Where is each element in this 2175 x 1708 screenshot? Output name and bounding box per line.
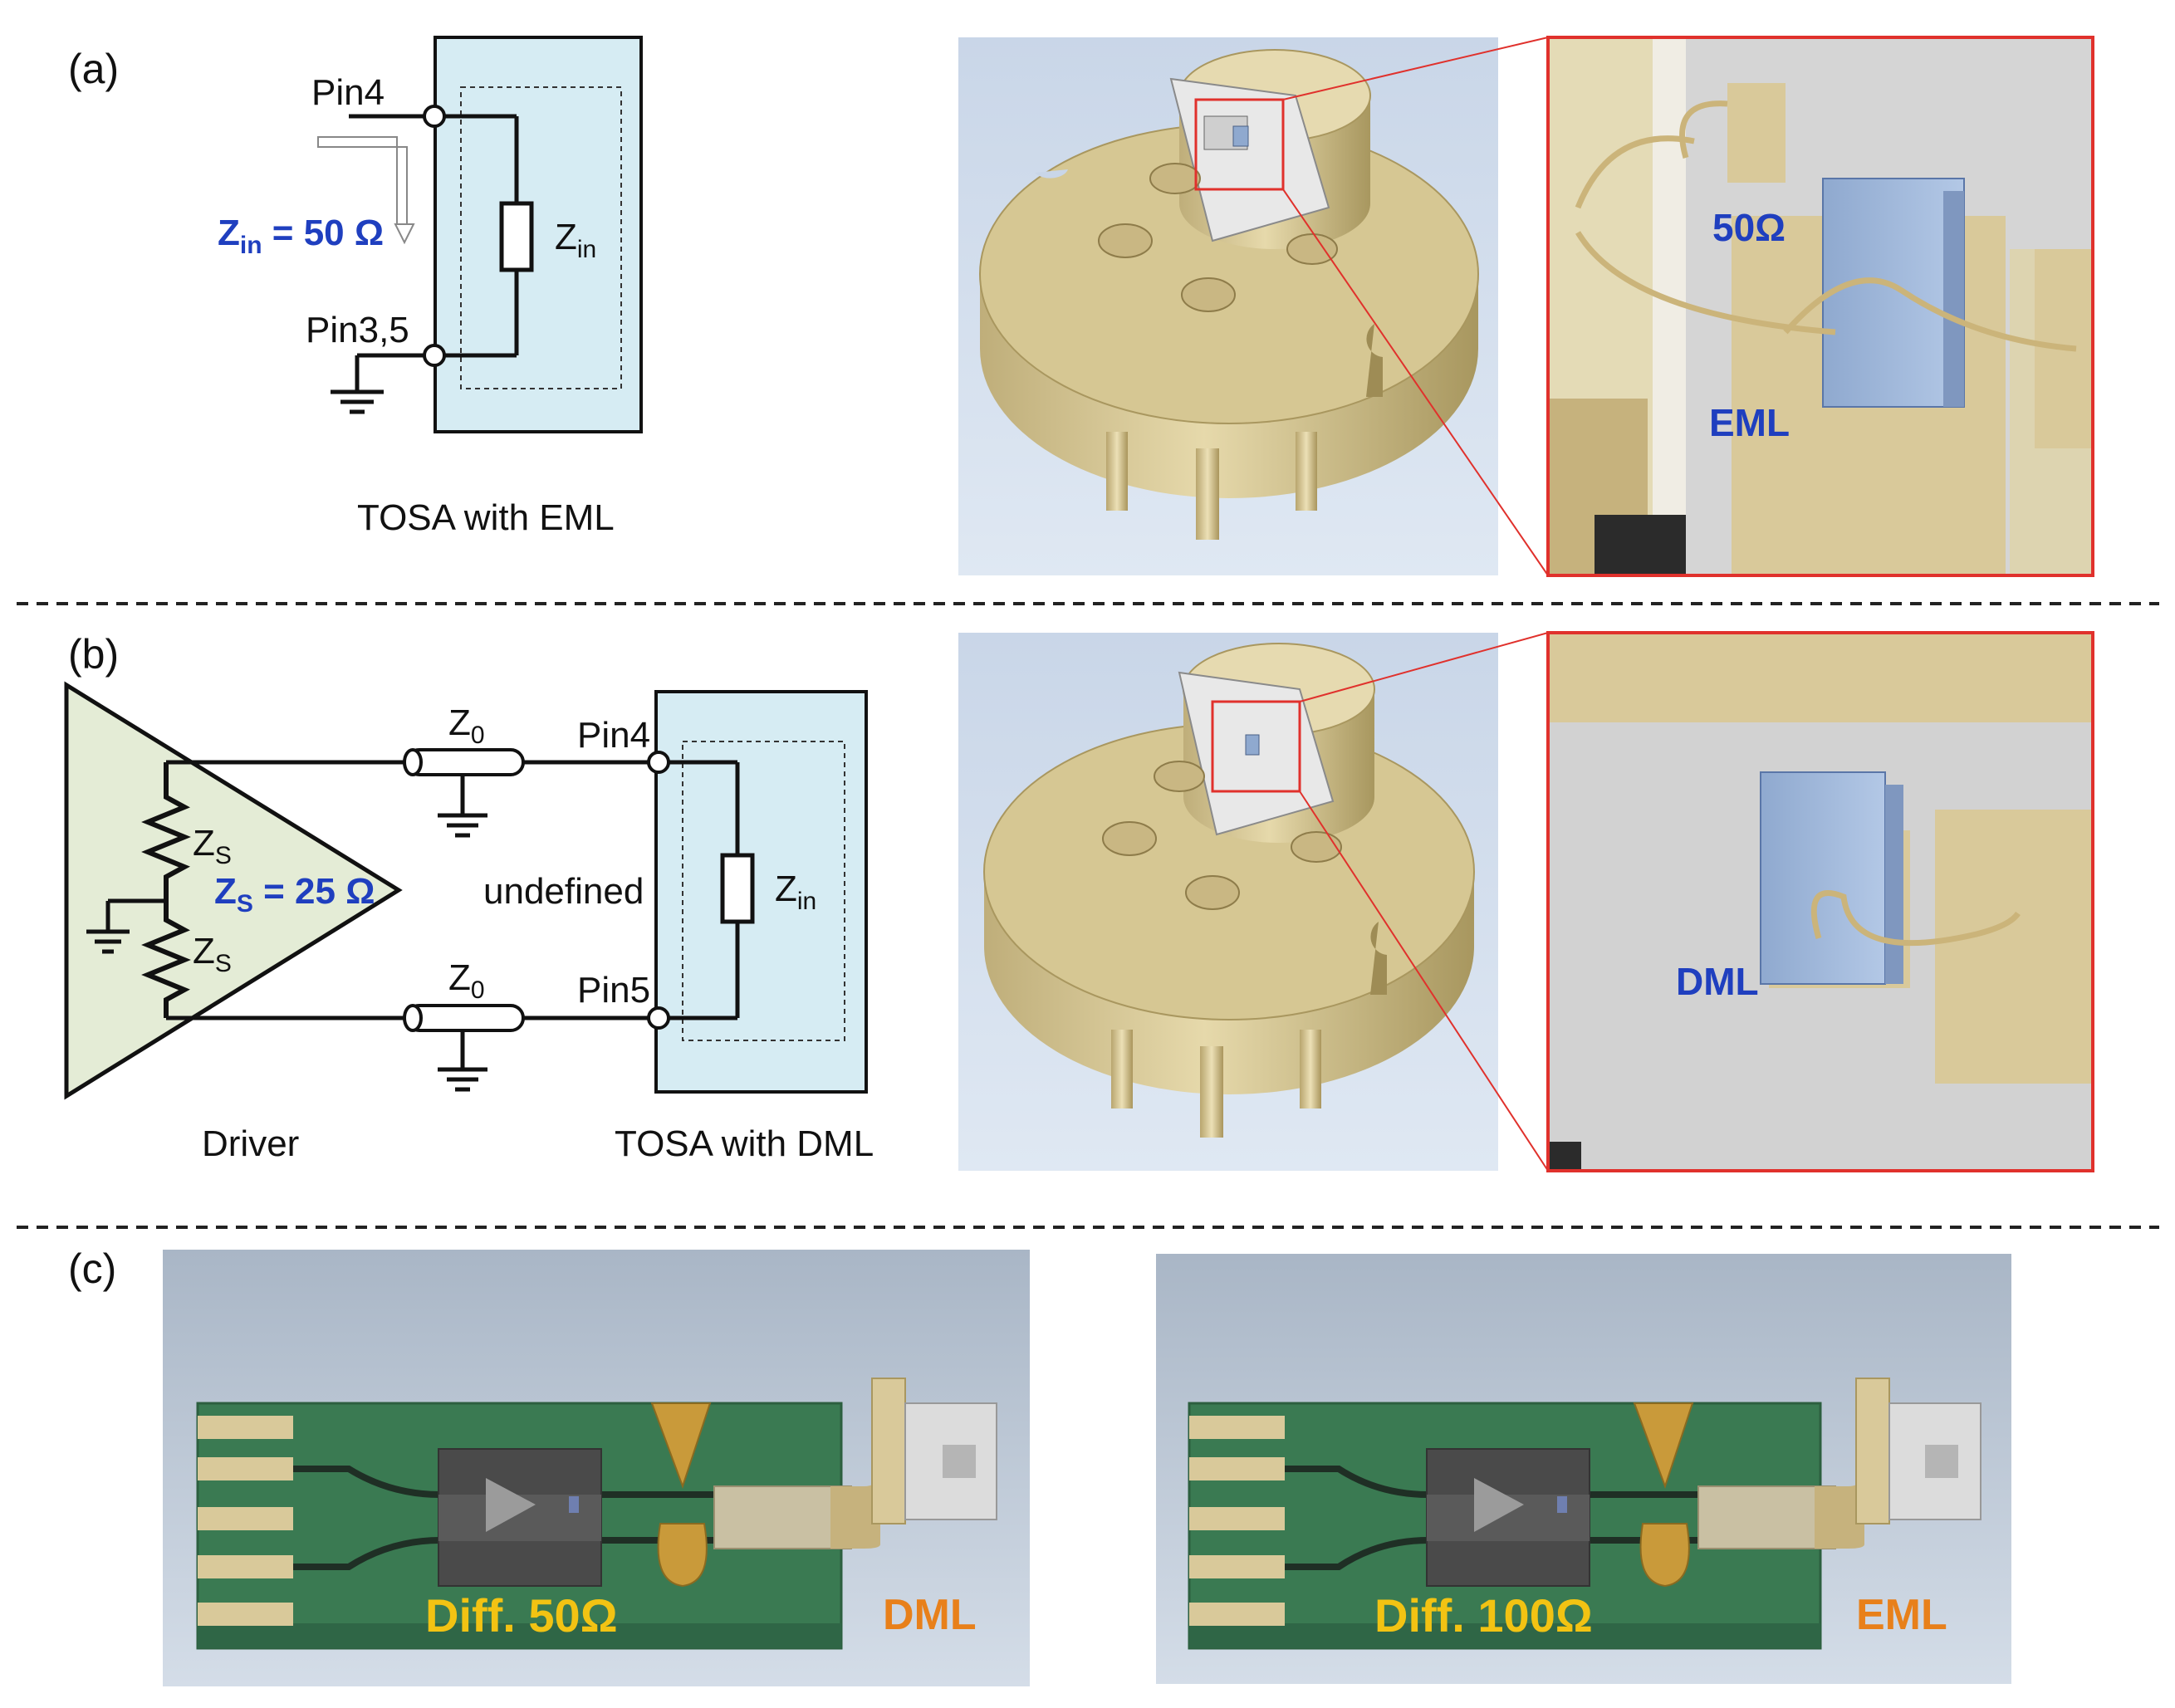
panel-a-label: (a) (68, 46, 119, 92)
zin-label: Zin (555, 217, 596, 263)
zs-top-label: ZS (193, 823, 232, 869)
pin4-node (423, 105, 446, 128)
left-device-label: DML (883, 1591, 977, 1639)
coax-top (403, 748, 652, 838)
panel-b-detail: DML (1546, 631, 2094, 1172)
eml-chip (1822, 178, 1965, 408)
pin5-label-b: Pin5 (577, 970, 650, 1011)
detail-eml-label: EML (1709, 401, 1790, 444)
detail-dml-label: DML (1676, 960, 1759, 1003)
zs-equation: ZS = 25 Ω (214, 871, 375, 918)
zin-resistor-dml (720, 853, 755, 924)
zin-resistor (499, 201, 534, 272)
panel-a-caption: TOSA with EML (357, 497, 615, 538)
pin4-label-b: Pin4 (577, 715, 650, 756)
zs-resistor-bottom (141, 901, 191, 1018)
panel-a-tosa-render (958, 37, 1549, 576)
tosa-inner-outline (460, 86, 622, 389)
current-arrow-icon (317, 136, 415, 245)
zin-label-dml: Zin (775, 869, 816, 915)
z0-top-label: Z0 (448, 702, 485, 749)
tosa-box (434, 36, 643, 433)
tosa-dml-caption: TOSA with DML (615, 1123, 874, 1164)
right-device-label: EML (1856, 1591, 1947, 1639)
driver-caption: Driver (202, 1123, 299, 1164)
panel-c-right-render: Diff. 100Ω EML (1156, 1254, 2011, 1684)
right-impedance-label: Diff. 100Ω (1374, 1589, 1593, 1642)
panel-c-left-render: Diff. 50Ω DML (163, 1250, 1030, 1686)
detail-frame (1546, 36, 2094, 577)
panel-b-circuit: (b) (64, 631, 874, 1164)
zin-equation: Zin = 50 Ω (218, 213, 384, 259)
driver-triangle (64, 681, 403, 1100)
zs-resistor-top (141, 762, 191, 901)
coax-bottom (403, 1004, 652, 1092)
panel-a-detail: 50Ω EML (1546, 36, 2094, 577)
panel-c-label: (c) (68, 1246, 116, 1292)
panel-a-circuit: (a) Pin4 Pin3,5 Zin = 50 Ω Zin TOSA with… (68, 36, 643, 538)
pin35-label: Pin3,5 (306, 310, 409, 350)
dml-chip (1760, 771, 1886, 985)
panel-b-label: (b) (68, 631, 119, 678)
zs-bottom-label: ZS (193, 931, 232, 977)
pin35-node (423, 344, 446, 367)
pin4-label: Pin4 (311, 72, 385, 113)
panel-b-tosa-render (958, 632, 1549, 1172)
left-impedance-label: Diff. 50Ω (425, 1589, 618, 1642)
z0-bottom-label: Z0 (448, 957, 485, 1004)
ground-icon (86, 901, 130, 954)
undefined-label: undefined (483, 871, 644, 912)
tosa-box-dml (654, 690, 868, 1094)
ground-icon (331, 355, 384, 414)
detail-impedance-label: 50Ω (1712, 206, 1786, 249)
